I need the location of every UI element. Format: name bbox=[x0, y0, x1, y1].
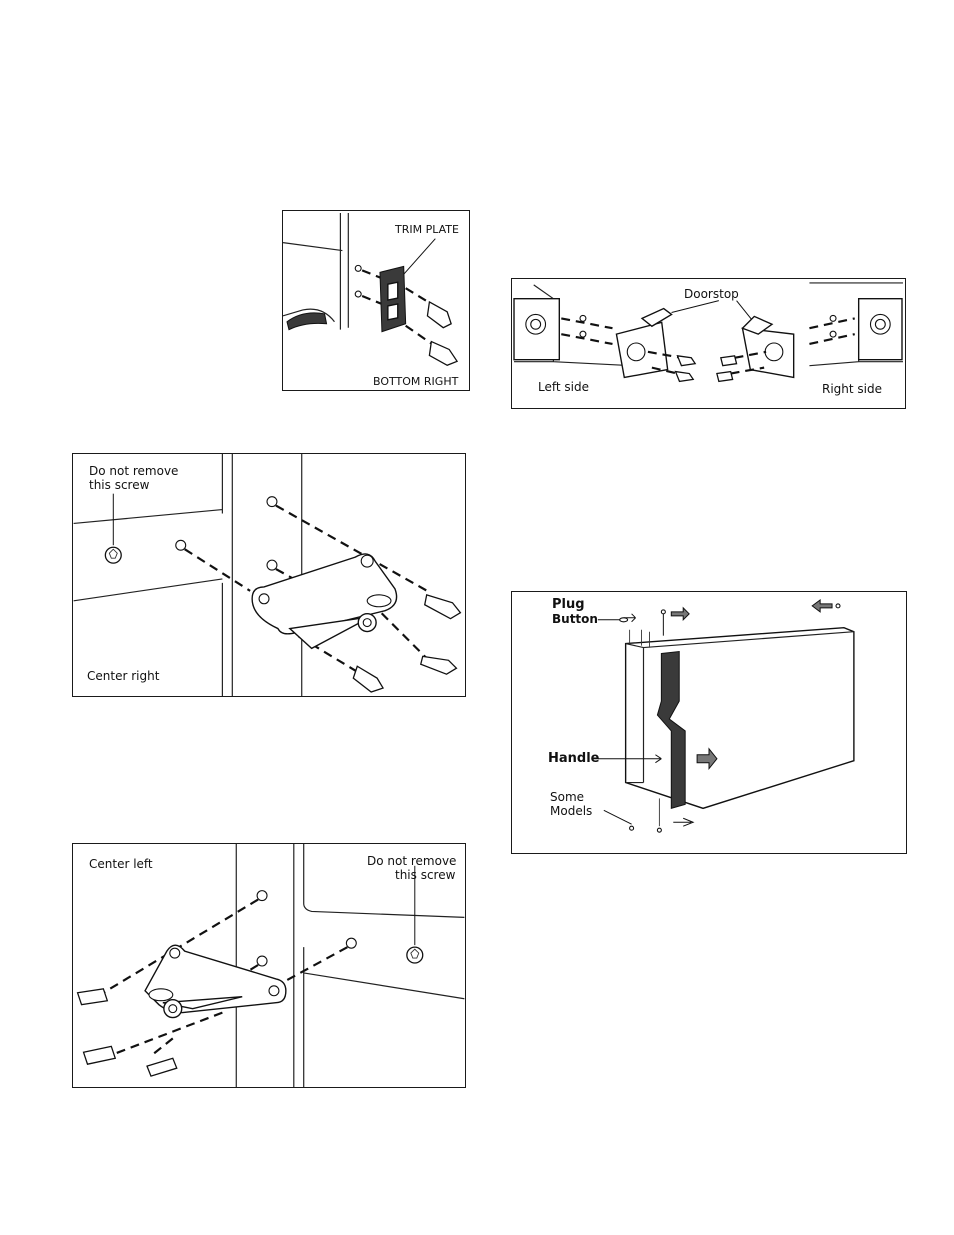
center-left-note-line2: this screw bbox=[395, 868, 455, 882]
trim-plate-label: TRIM PLATE bbox=[395, 223, 459, 237]
center-left-note-line1: Do not remove bbox=[367, 854, 456, 868]
plug-label-line2: Button bbox=[552, 612, 598, 626]
plug-label-line1: Plug bbox=[552, 598, 585, 612]
doorstop-label: Doorstop bbox=[684, 287, 739, 301]
handle-diagram: Plug Button Handle Some Models bbox=[511, 591, 907, 854]
some-models-line2: Models bbox=[550, 804, 592, 818]
left-side-label: Left side bbox=[538, 380, 589, 394]
doorstop-diagram: Doorstop Left side Right side bbox=[511, 278, 906, 409]
center-left-label: Center left bbox=[89, 857, 153, 871]
handle-label: Handle bbox=[548, 752, 600, 766]
center-right-note-line1: Do not remove bbox=[89, 464, 178, 478]
some-models-line1: Some bbox=[550, 790, 584, 804]
center-right-hinge-diagram: Do not remove this screw Center right bbox=[72, 453, 466, 697]
right-side-label: Right side bbox=[822, 382, 882, 396]
center-left-hinge-diagram: Center left Do not remove this screw bbox=[72, 843, 466, 1088]
bottom-right-trim-diagram: TRIM PLATE BOTTOM RIGHT bbox=[282, 210, 470, 391]
center-right-label: Center right bbox=[87, 669, 159, 683]
center-right-note-line2: this screw bbox=[89, 478, 149, 492]
bottom-right-label: BOTTOM RIGHT bbox=[373, 375, 458, 389]
bottom-right-drawing bbox=[283, 211, 469, 390]
